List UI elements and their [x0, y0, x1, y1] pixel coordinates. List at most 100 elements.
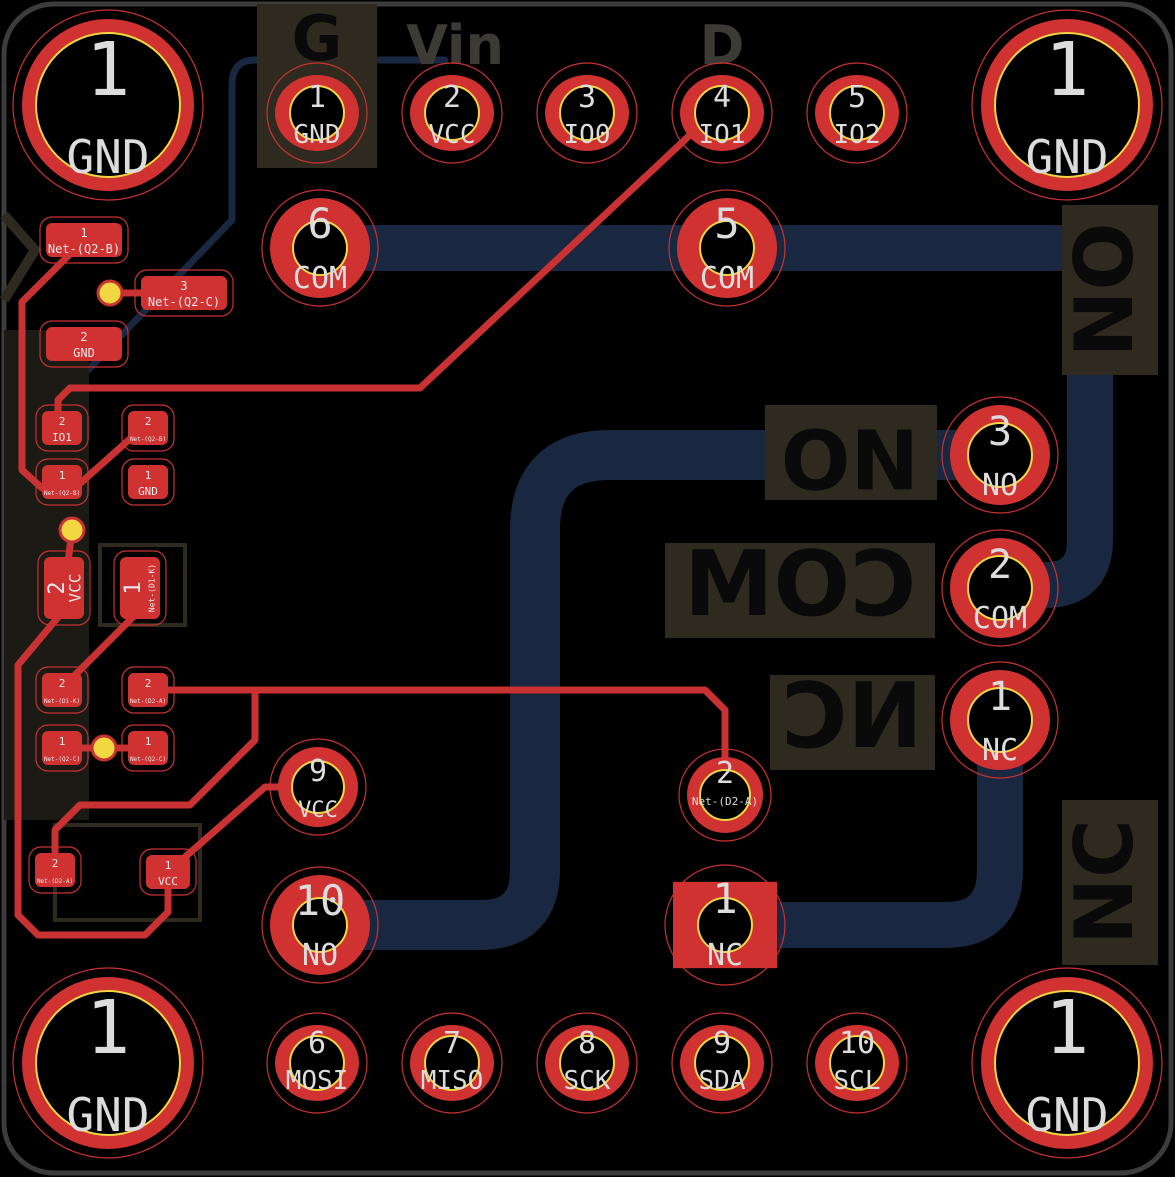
pad-number: 2 [80, 330, 87, 344]
pad-clearance [671, 62, 773, 164]
pad-clearance [39, 320, 129, 368]
pad-number: 3 [578, 80, 596, 115]
pad-clearance [941, 396, 1059, 514]
pad-clearance [35, 724, 89, 772]
pad-net-label: IO0 [564, 120, 611, 150]
trace-io1 [54, 101, 726, 432]
pad-net-label: Net-(Q2-B) [48, 242, 120, 256]
back-trace-thin [36, 56, 449, 544]
pad-clearance [121, 724, 175, 772]
pad-net-label: VCC [158, 875, 178, 888]
pad-net-label: COM [973, 601, 1027, 636]
pad-net-label: GND [66, 1088, 149, 1142]
pad-drill [967, 422, 1033, 488]
pad-drill [424, 1035, 480, 1091]
pad-number: 2 [716, 756, 734, 791]
pad-number: 5 [714, 199, 739, 248]
pad-copper [46, 223, 122, 257]
pad-clearance [121, 666, 175, 714]
terminal-pad[interactable]: 3NO [941, 396, 1059, 514]
back-copper-layer [36, 56, 1113, 950]
pad-net-label: GND [73, 346, 95, 360]
pad-drill [289, 85, 345, 141]
pad-copper [42, 411, 82, 445]
pad-drill [292, 897, 348, 953]
pad-drill [994, 990, 1140, 1136]
pad-clearance [121, 404, 175, 452]
pad-net-label: IO1 [699, 120, 746, 150]
via [90, 734, 118, 762]
pad-clearance [35, 458, 89, 506]
pad-drill [35, 990, 181, 1136]
silk-label-no-right: NO [1058, 223, 1151, 358]
pad-drill [699, 769, 751, 821]
pad-copper [42, 731, 82, 765]
pad-number: 1 [145, 469, 152, 482]
pad-net-label: GND [138, 485, 158, 498]
vias [58, 279, 124, 762]
pad-clearance [671, 1012, 773, 1114]
relay-pad[interactable]: 1NC [664, 864, 786, 986]
pad-net-label: IO2 [834, 120, 881, 150]
pad-drill [967, 555, 1033, 621]
pad-drill [697, 897, 753, 953]
pad-clearance [971, 9, 1163, 201]
pad-number: 1 [86, 27, 131, 113]
terminal-pad[interactable]: 1NC [941, 661, 1059, 779]
pad-drill [994, 32, 1140, 178]
silk-label-vin: Vin [406, 14, 504, 77]
pad-drill [424, 85, 480, 141]
pad-copper [46, 327, 122, 361]
pad-number: 1 [86, 985, 131, 1071]
pad-net-label: MOSI [286, 1066, 349, 1096]
pad-drill [35, 32, 181, 178]
pad-clearance [37, 550, 91, 626]
pad-net-label: NO [982, 468, 1018, 503]
pad-drill [292, 220, 348, 276]
pad-number: 2 [45, 581, 70, 594]
pad-net-label: Net-(D2-A) [692, 795, 758, 808]
pad-net-label: IO1 [52, 431, 72, 444]
pad-net-label: VCC [298, 798, 338, 823]
pad-clearance [12, 9, 204, 201]
pad-number: 8 [578, 1026, 596, 1061]
pad-net-label: VCC [66, 574, 85, 603]
pad-number: 10 [295, 876, 346, 925]
